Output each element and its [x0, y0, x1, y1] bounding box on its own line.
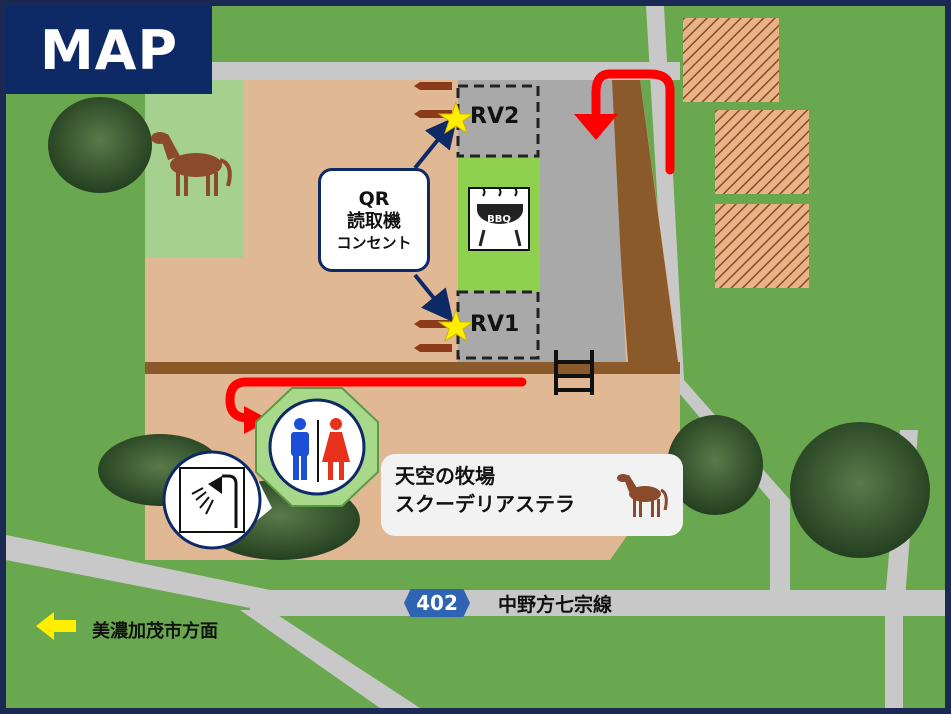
facility-name-line2: スクーデリアステラ [395, 492, 575, 516]
shower-icon [162, 450, 272, 550]
road-name: 中野方七宗線 [498, 594, 613, 616]
rv1-label: RV1 [470, 312, 520, 337]
callout-arrow [413, 115, 458, 170]
map-title-box: MAP [6, 6, 212, 94]
qr-callout-line2: 読取機 [347, 211, 401, 233]
rv2-label: RV2 [470, 104, 520, 129]
dirt-paths [145, 80, 680, 374]
qr-callout-line1: QR [358, 187, 390, 210]
map-title: MAP [39, 18, 179, 82]
qr-callout: QR 読取機 コンセント [318, 168, 430, 272]
arrow-left-icon [36, 612, 76, 640]
route-arrowhead [574, 114, 618, 140]
route-number-badge: 402 [404, 589, 470, 617]
gate-icon [554, 350, 594, 395]
direction-label: 美濃加茂市方面 [92, 621, 218, 642]
hatched-buildings [683, 18, 809, 288]
facility-label: 天空の牧場 スクーデリアステラ [381, 454, 683, 536]
roads [6, 6, 945, 708]
star-icon [437, 100, 475, 343]
route-arrow [225, 69, 675, 423]
callout-arrow [413, 273, 454, 323]
qr-callout-line3: コンセント [336, 233, 412, 252]
bbq-grill-icon [468, 187, 530, 251]
restroom-icon [255, 387, 379, 507]
horse-icon [151, 132, 232, 196]
horse-icon [617, 474, 668, 517]
bbq-label: BBQ [487, 214, 511, 225]
facility-name-line1: 天空の牧場 [395, 464, 495, 488]
